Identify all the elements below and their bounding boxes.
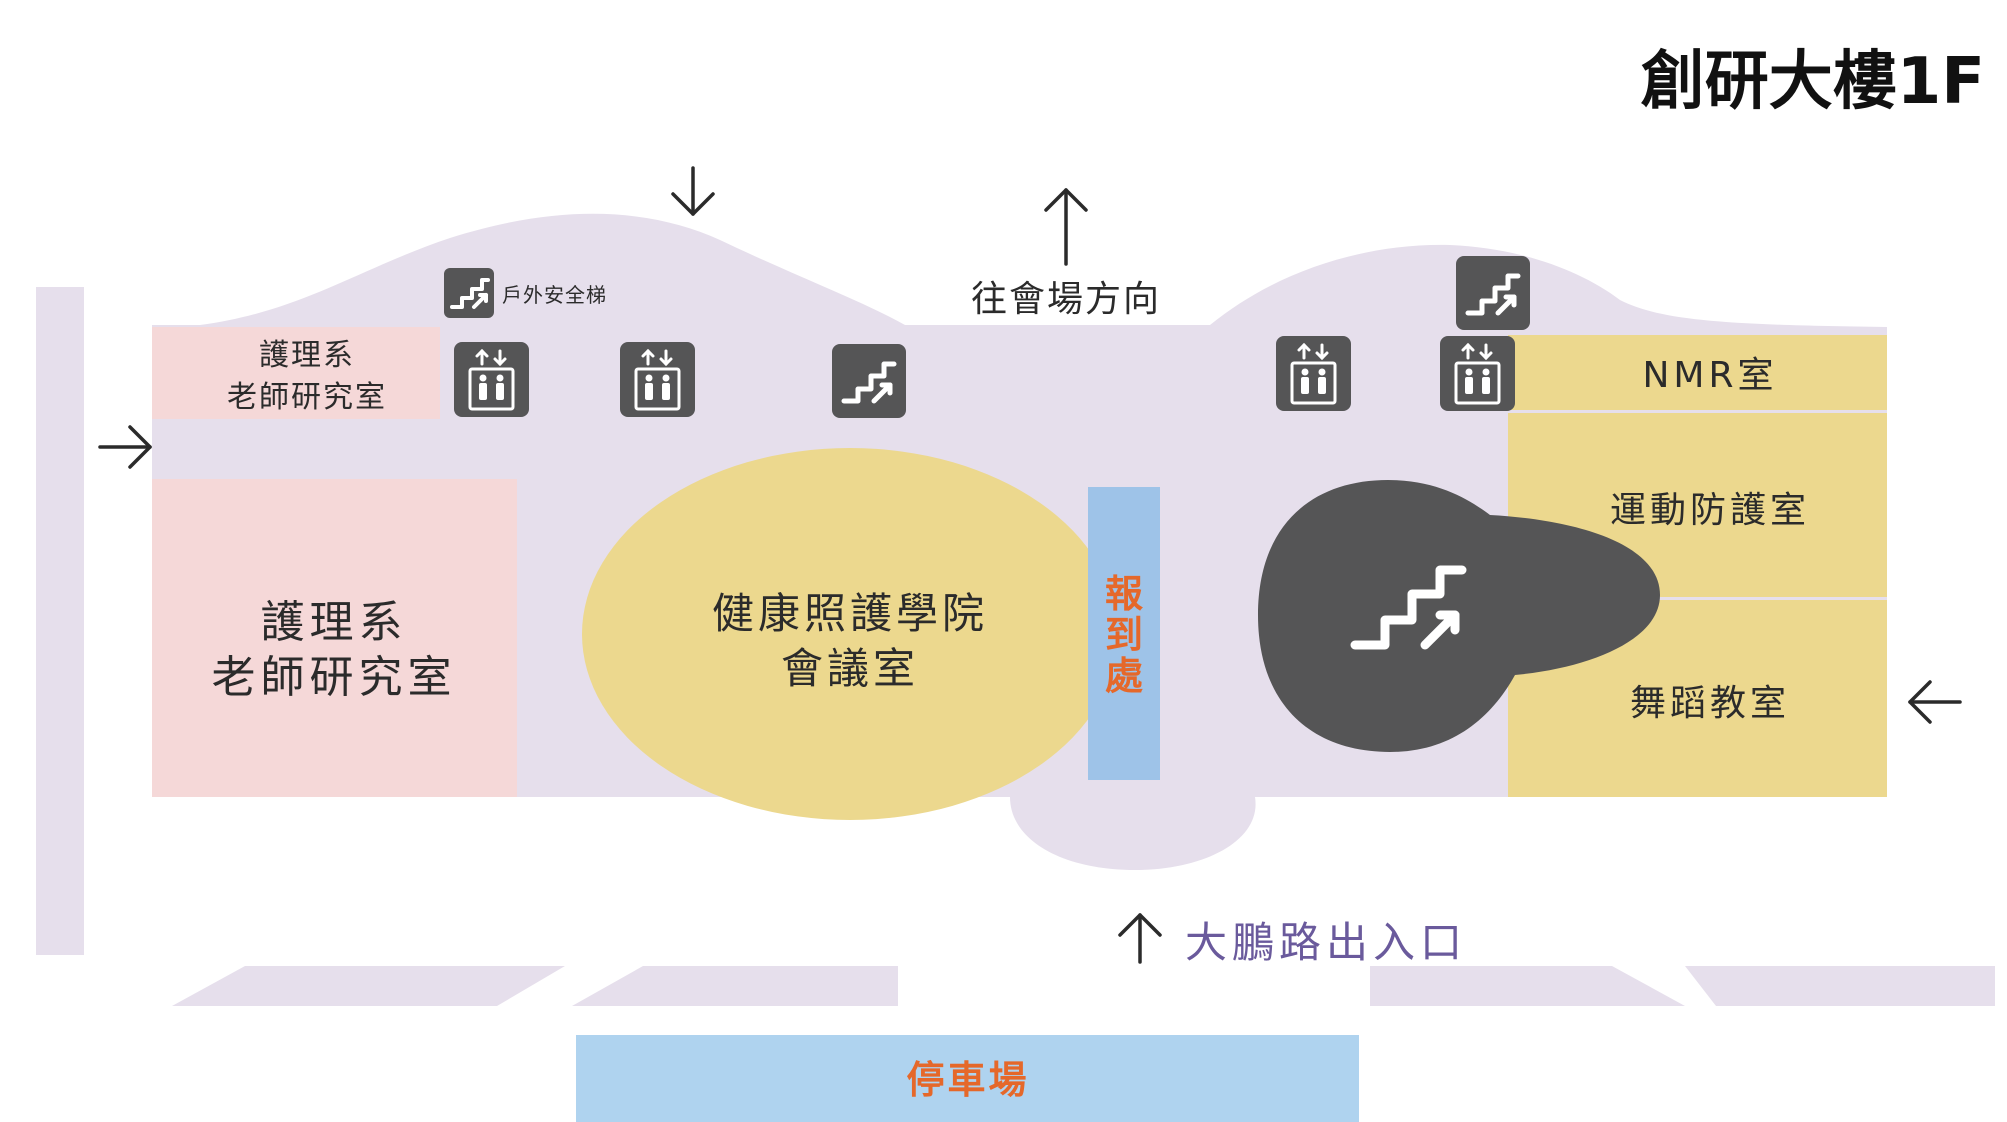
nursing-office-small-line2: 老師研究室 (227, 380, 387, 415)
elevator-icon-1 (454, 342, 529, 417)
dance-room-label: 舞蹈教室 (1630, 683, 1790, 724)
dapeng-exit-label: 大鵬路出入口 (1185, 918, 1467, 967)
arrow-up-venue-icon (1044, 188, 1088, 266)
arrow-right-left-icon (98, 425, 152, 469)
parking-lane-1 (172, 966, 565, 1006)
nursing-office-large-line2: 老師研究室 (212, 652, 457, 703)
arrow-left-right-icon (1908, 680, 1962, 724)
nmr-room-bg (1508, 335, 1887, 410)
elevator-icon-3 (1276, 336, 1351, 411)
parking-lane-2 (572, 966, 898, 1006)
left-walkway (36, 287, 84, 955)
conference-room-line1: 健康照護學院 (712, 589, 988, 638)
nursing-office-large: 護理系 老師研究室 (152, 479, 517, 797)
to-venue-label: 往會場方向 (971, 279, 1161, 320)
parking-label: 停車場 (906, 1058, 1029, 1102)
nursing-office-small-line1: 護理系 (259, 338, 355, 373)
reception-char-2: 到 (1105, 613, 1143, 657)
main-staircase (1258, 480, 1660, 752)
conference-room: 健康照護學院 會議室 (582, 448, 1118, 820)
conference-room-line2: 會議室 (781, 644, 919, 693)
stairs-icon-outdoor (444, 268, 494, 318)
page-title: 創研大樓1F (1641, 45, 1985, 119)
parking-lane-3 (1370, 966, 1685, 1006)
sports-protection-room-label: 運動防護室 (1610, 490, 1810, 531)
parking-lot: 停車場 (576, 1035, 1359, 1122)
nursing-office-small: 護理系 老師研究室 (152, 327, 440, 419)
stairs-icon-2 (1456, 256, 1530, 330)
parking-lane-4 (1685, 966, 1995, 1006)
nmr-room-label: NMR室 (1642, 355, 1777, 396)
outdoor-stairs-label: 戶外安全梯 (502, 283, 607, 307)
elevator-icon-2 (620, 342, 695, 417)
right-room-block (1508, 335, 1887, 797)
stairs-icon-1 (832, 344, 906, 418)
arrow-down-top-icon (671, 166, 715, 216)
reception-counter: 報 到 處 (1088, 487, 1160, 780)
elevator-icon-4 (1440, 336, 1515, 411)
arrow-up-exit-icon (1118, 913, 1162, 964)
stairs-icon-main (1350, 565, 1467, 650)
reception-char-1: 報 (1105, 572, 1143, 616)
nursing-office-large-line1: 護理系 (261, 597, 408, 648)
reception-char-3: 處 (1105, 654, 1143, 698)
